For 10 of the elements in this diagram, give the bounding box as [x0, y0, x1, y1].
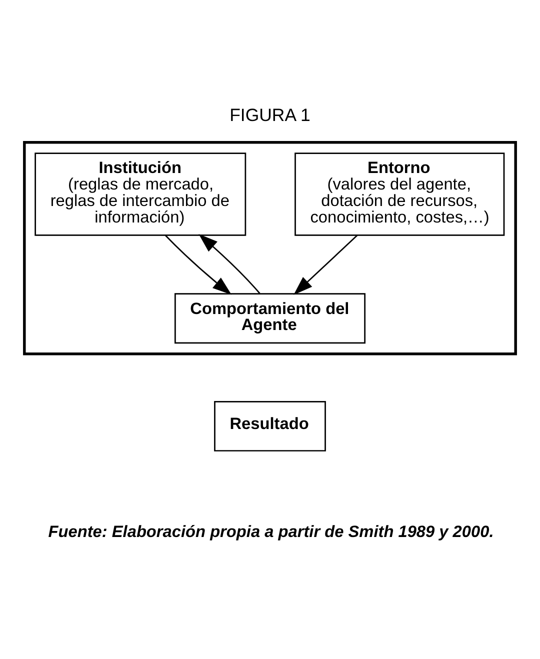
node-box: Institución (reglas de mercado, reglas de intercambio de información) [34, 152, 246, 236]
diagram-title: FIGURA 1 [230, 104, 310, 125]
arrow [198, 234, 260, 294]
node-box: Resultado [214, 400, 326, 451]
caption: Fuente: Elaboración propia a partir de Smith 1989 y 2000. [48, 522, 494, 540]
arrow [164, 234, 232, 294]
arrow [294, 234, 358, 294]
node-box: Comportamiento del Agente [174, 292, 366, 344]
node-box: Entorno (valores del agente, dotación de recursos, conocimiento, costes,…) [294, 152, 505, 236]
cluster [23, 140, 517, 355]
